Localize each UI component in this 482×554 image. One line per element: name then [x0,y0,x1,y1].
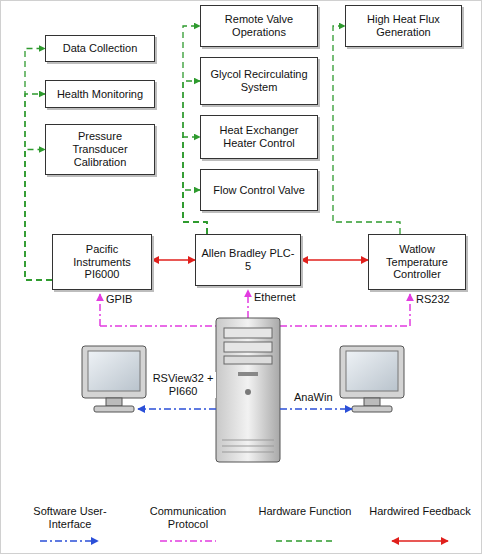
protocol-label: Ethernet [253,291,297,304]
function-box: Data Collection [45,35,155,62]
legend-entry: Software User-Interface [18,505,122,531]
function-box: Health Monitoring [45,80,155,108]
hardwired-feedback [301,259,368,261]
legend-text: Software User-Interface [18,505,122,531]
monitor-right [340,346,404,412]
ui-lines [138,408,352,410]
box-text-group: Flow Control Valve [209,181,309,200]
software-label: AnaWin [293,391,334,404]
legend-entry: Hardware Function [253,505,357,518]
legend-samples [40,540,448,542]
box-text-group: Health Monitoring [53,85,147,104]
function-box: High Heat Flux Generation [345,5,462,47]
box-label: Health Monitoring [57,88,143,101]
function-box: Pressure Transducer Calibration [45,124,155,175]
controller-box: Pacific Instruments PI6000 [52,234,152,290]
hardware-function-link [333,26,400,234]
box-text-group: Pacific Instruments PI6000 [53,240,151,285]
box-label: Heat Exchanger Heater Control [205,124,313,150]
box-text-group: Glycol Recirculating System [201,65,317,97]
legend-text: Communication Protocol [136,505,240,531]
monitor-left [82,346,146,412]
box-text-group: Data Collection [59,39,142,58]
box-label: Remote Valve Operations [205,13,313,39]
box-label: Pressure Transducer Calibration [50,130,150,169]
box-label: High Heat Flux Generation [350,13,457,39]
protocol-label: GPIB [105,293,133,306]
box-label: Flow Control Valve [213,184,305,197]
box-label: Glycol Recirculating System [205,68,313,94]
controller-box: Watlow Temperature Controller [368,234,466,290]
box-label: Allen Bradley PLC-5 [200,247,296,273]
function-box: Remote Valve Operations [200,5,318,47]
function-box: Heat Exchanger Heater Control [200,115,318,159]
box-text-group: High Heat Flux Generation [346,10,461,42]
legend-entry: Hardwired Feedback [368,505,472,518]
function-box: Flow Control Valve [200,169,318,211]
legend-entry: Communication Protocol [136,505,240,531]
hardware-function-link [25,94,52,280]
box-label: Data Collection [63,42,138,55]
box-text-group: Allen Bradley PLC-5 [196,244,300,276]
box-text-group: Watlow Temperature Controller [369,240,465,285]
controller-box: Allen Bradley PLC-5 [195,234,301,286]
legend-text: Hardware Function [253,505,357,518]
box-text-group: Pressure Transducer Calibration [46,127,154,172]
computer-tower [216,318,280,462]
box-text-group: Heat Exchanger Heater Control [201,121,317,153]
box-text-group: Remote Valve Operations [201,10,317,42]
protocol-label: RS232 [415,293,451,306]
box-label: Pacific Instruments PI6000 [57,243,147,282]
software-label: RSView32 + PI660 [150,372,216,398]
legend-text: Hardwired Feedback [368,505,472,518]
hardwired-feedback [152,259,195,261]
function-box: Glycol Recirculating System [200,57,318,105]
box-label: Watlow Temperature Controller [373,243,461,282]
